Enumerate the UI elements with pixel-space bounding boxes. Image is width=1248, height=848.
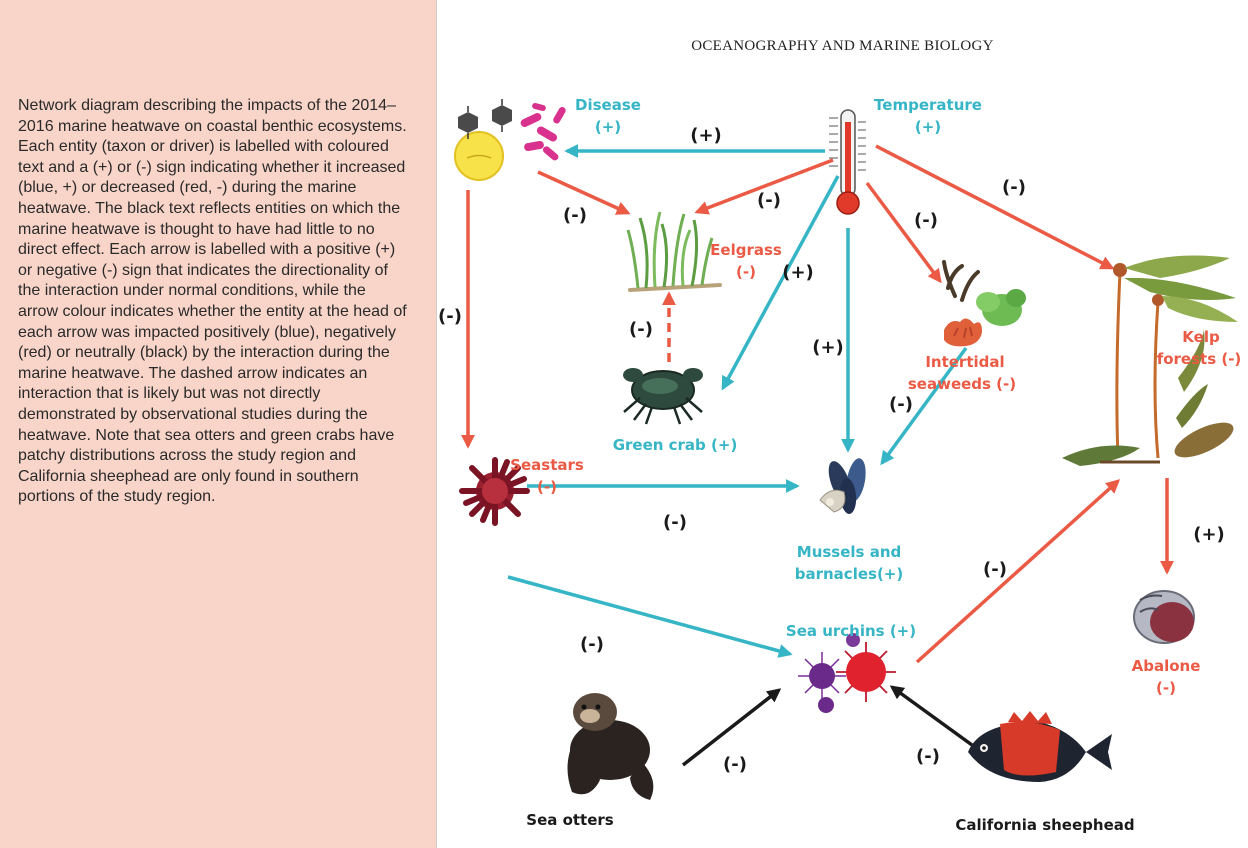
mussels-icon bbox=[820, 457, 869, 515]
green-crab-icon bbox=[623, 368, 703, 424]
eelgrass-icon bbox=[628, 212, 720, 290]
edge-sign-temperature-green-crab: (+) bbox=[782, 262, 814, 283]
edge-sign-intertidal-mussels: (-) bbox=[889, 394, 913, 415]
label-intertidal-2: seaweeds (-) bbox=[908, 375, 1016, 393]
label-mussels-2: barnacles(+) bbox=[795, 565, 903, 583]
edge-sign-disease-seastars: (-) bbox=[438, 306, 462, 327]
edge-sign-green-crab-eelgrass: (-) bbox=[629, 319, 653, 340]
label-disease-sign: (+) bbox=[595, 118, 621, 136]
arrow-temperature-intertidal bbox=[867, 183, 940, 281]
label-seastars: Seastars bbox=[510, 456, 584, 474]
label-kelp-2: forests (-) bbox=[1157, 350, 1242, 368]
edge-sign-temperature-intertidal: (-) bbox=[914, 210, 938, 231]
sea-otter-icon bbox=[568, 693, 654, 800]
sea-urchins-icon bbox=[798, 633, 896, 713]
label-california-sheephead: California sheephead bbox=[955, 816, 1134, 834]
edge-sign-temperature-kelp: (-) bbox=[1002, 177, 1026, 198]
intertidal-seaweeds-icon bbox=[944, 262, 1026, 346]
label-abalone-sign: (-) bbox=[1156, 679, 1176, 697]
edge-sign-seastars-urchins: (-) bbox=[580, 634, 604, 655]
edge-sign-temperature-mussels: (+) bbox=[812, 337, 844, 358]
disease-icon bbox=[455, 99, 567, 180]
thermometer-icon bbox=[829, 110, 866, 214]
edge-sign-otters-urchins: (-) bbox=[723, 754, 747, 775]
edge-sign-urchins-kelp: (-) bbox=[983, 559, 1007, 580]
edge-sign-sheephead-urchins: (-) bbox=[916, 746, 940, 767]
edge-sign-temperature-disease: (+) bbox=[690, 125, 722, 146]
abalone-icon bbox=[1134, 591, 1194, 643]
label-temperature: Temperature bbox=[874, 96, 982, 114]
label-green-crab: Green crab (+) bbox=[613, 436, 738, 454]
label-temperature-sign: (+) bbox=[915, 118, 941, 136]
label-disease: Disease bbox=[575, 96, 641, 114]
edge-sign-temperature-eelgrass: (-) bbox=[757, 190, 781, 211]
edge-sign-disease-eelgrass: (-) bbox=[563, 205, 587, 226]
edge-sign-kelp-abalone: (+) bbox=[1193, 524, 1225, 545]
arrow-temperature-kelp bbox=[876, 146, 1112, 268]
edge-sign-seastars-mussels: (-) bbox=[663, 512, 687, 533]
label-sea-otters: Sea otters bbox=[526, 811, 614, 829]
arrow-urchins-kelp bbox=[917, 481, 1118, 662]
label-eelgrass-sign: (-) bbox=[736, 263, 756, 281]
label-kelp: Kelp bbox=[1182, 328, 1220, 346]
label-abalone: Abalone bbox=[1132, 657, 1201, 675]
arrow-seastars-urchins bbox=[508, 577, 790, 654]
california-sheephead-icon bbox=[968, 711, 1112, 782]
label-mussels: Mussels and bbox=[797, 543, 901, 561]
label-seastars-sign: (-) bbox=[537, 478, 557, 496]
label-eelgrass: Eelgrass bbox=[710, 241, 782, 259]
label-intertidal: Intertidal bbox=[925, 353, 1004, 371]
label-sea-urchins: Sea urchins (+) bbox=[786, 622, 916, 640]
arrow-sheephead-urchins bbox=[892, 687, 972, 745]
